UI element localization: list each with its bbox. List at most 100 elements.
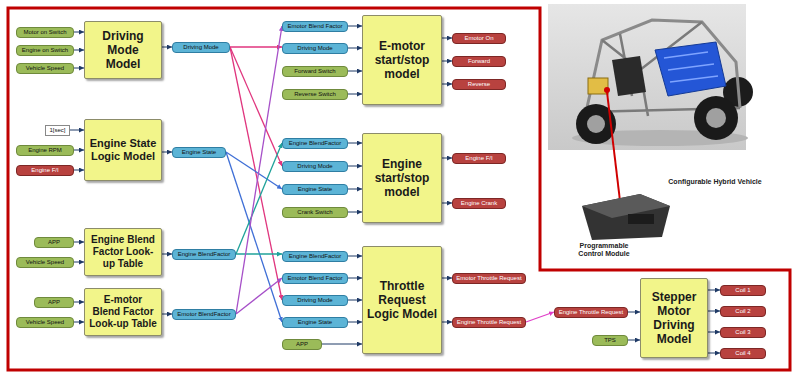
signal-connector — [442, 322, 452, 323]
model-block: Throttle Request Logic Model — [362, 246, 442, 354]
output-port-tag: Engine Throttle Request — [452, 317, 526, 328]
signal-connector — [162, 314, 172, 315]
control-module-top — [582, 194, 670, 218]
node-text: Engine F/I — [465, 155, 492, 162]
node-text: Engine BlendFactor — [289, 253, 342, 260]
vehicle-wheel — [694, 96, 738, 140]
wheel-rim — [706, 108, 726, 128]
caption-label: Configurable Hybrid Vehicle — [650, 178, 780, 186]
input-port-tag: Reverse Switch — [282, 89, 348, 100]
model-block: Stepper Motor Driving Model — [640, 278, 708, 358]
output-port-tag: Emotor On — [452, 33, 506, 44]
output-port-tag: Coil 3 — [720, 327, 766, 338]
signal-connector — [226, 152, 282, 322]
signal-connector — [74, 150, 84, 151]
node-text: Reverse — [468, 81, 490, 88]
node-text: Driving Mode — [297, 45, 332, 52]
signal-connector — [442, 203, 452, 204]
signal-tag: Driving Mode — [282, 295, 348, 306]
signal-connector — [628, 340, 640, 341]
node-text: Engine State — [298, 186, 332, 193]
signal-connector — [348, 300, 362, 301]
input-port-tag: Vehicle Speed — [16, 63, 74, 74]
input-port-tag: Vehicle Speed — [16, 317, 74, 328]
input-port-tag: Crank Switch — [282, 207, 348, 218]
node-text: Forward Switch — [294, 68, 335, 75]
caption-label: Programmable Control Module — [568, 242, 640, 258]
output-port-tag: Coil 4 — [720, 348, 766, 359]
output-port-tag: Engine F/I — [16, 165, 74, 176]
signal-connector — [74, 170, 84, 171]
signal-connector — [162, 152, 172, 153]
signal-connector — [348, 48, 362, 49]
node-text: Engine State — [298, 319, 332, 326]
node-text: Coil 3 — [735, 329, 750, 336]
node-text: E-motor start/stop model — [367, 39, 437, 81]
input-port-tag: APP — [282, 339, 322, 350]
node-text: Coil 1 — [735, 287, 750, 294]
signal-connector — [236, 253, 282, 254]
wheel-rim — [587, 115, 605, 133]
seat — [612, 56, 646, 96]
node-text: Coil 2 — [735, 308, 750, 315]
signal-tag: Engine BlendFactor — [172, 249, 236, 260]
signal-tag: Driving Mode — [172, 42, 230, 53]
signal-connector — [74, 302, 84, 303]
node-text: Driving Mode — [183, 44, 218, 51]
model-block: Engine Blend Factor Look-up Table — [84, 228, 162, 276]
signal-connector — [442, 84, 452, 85]
output-port-tag: Engine F/I — [452, 153, 506, 164]
model-block: Engine State Logic Model — [84, 119, 162, 181]
node-text: Engine on Switch — [22, 47, 68, 54]
node-text: Emotor Throttle Request — [456, 275, 521, 282]
signal-connector — [236, 26, 282, 314]
signal-connector — [74, 262, 84, 263]
node-text: Vehicle Speed — [26, 259, 64, 266]
signal-connector — [348, 189, 362, 190]
engine-detail — [664, 52, 718, 82]
signal-tag: Driving Mode — [282, 161, 348, 172]
output-port-tag: Engine Crank — [452, 198, 506, 209]
node-text: Engine BlendFactor — [178, 251, 231, 258]
node-text: Emotor Blend Factor — [287, 23, 342, 30]
model-block: Driving Mode Model — [84, 21, 162, 79]
signal-connector — [74, 322, 84, 323]
node-text: Driving Mode — [297, 163, 332, 170]
signal-connector — [236, 143, 282, 254]
signal-connector — [236, 278, 282, 314]
node-text: Engine Crank — [461, 200, 497, 207]
signal-tag: Engine State — [172, 147, 226, 158]
signal-connector — [74, 50, 84, 51]
signal-tag: Engine State — [282, 184, 348, 195]
input-port-tag: Vehicle Speed — [16, 257, 74, 268]
control-module — [582, 194, 670, 240]
input-port-tag: Engine RPM — [16, 145, 74, 156]
signal-connector — [230, 46, 282, 47]
output-port-tag: Coil 2 — [720, 306, 766, 317]
signal-connector — [526, 312, 554, 322]
node-text: Reverse Switch — [294, 91, 336, 98]
signal-connector — [74, 242, 84, 243]
signal-connector — [74, 68, 84, 69]
input-port-tag: APP — [34, 237, 74, 248]
output-port-tag: Emotor Throttle Request — [452, 273, 526, 284]
signal-connector — [708, 353, 720, 354]
node-text: Vehicle Speed — [26, 65, 64, 72]
model-block: E-motor start/stop model — [362, 15, 442, 105]
input-port-tag: Engine on Switch — [16, 45, 74, 56]
signal-connector — [322, 344, 362, 345]
signal-tag: Engine BlendFactor — [282, 138, 348, 149]
signal-tag: Engine BlendFactor — [282, 251, 348, 262]
signal-tag: Engine State — [282, 317, 348, 328]
signal-connector — [70, 130, 84, 131]
node-text: Engine Blend Factor Look-up Table — [89, 234, 157, 270]
signal-connector — [230, 47, 282, 166]
signal-connector — [442, 38, 452, 39]
node-text: Driving Mode Model — [89, 29, 157, 71]
input-port-tag: TPS — [592, 335, 628, 346]
signal-connector — [162, 254, 172, 255]
signal-connector — [226, 152, 282, 189]
pointer-line — [607, 92, 620, 201]
